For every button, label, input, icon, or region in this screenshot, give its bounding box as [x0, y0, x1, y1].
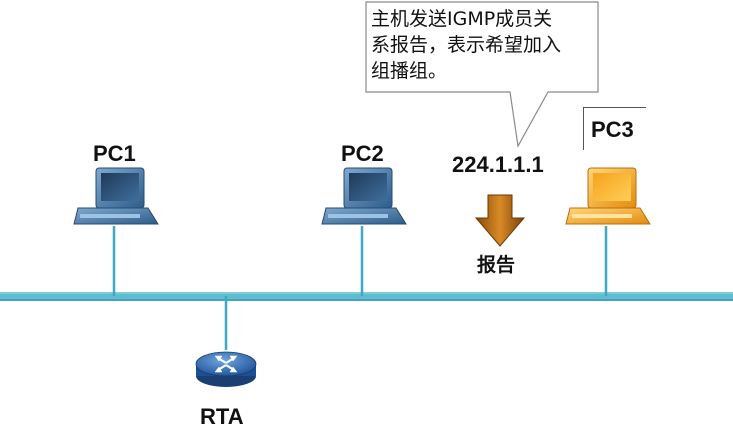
- pc2-label: PC2: [341, 141, 384, 166]
- router-icon: [195, 351, 257, 387]
- pc2-desktop-computer-icon: [321, 167, 407, 225]
- callout-bubble: [365, 1, 599, 148]
- down-arrow-icon: [474, 194, 526, 247]
- pc3-label: PC3: [591, 117, 634, 142]
- pc1-label: PC1: [93, 141, 136, 166]
- callout-text: 主机发送IGMP成员关 系报告，表示希望加入 组播组。: [371, 8, 562, 82]
- report-label: 报告: [477, 254, 516, 276]
- pc3-label-frame: [583, 107, 646, 150]
- drop-lines: [112, 226, 608, 350]
- network-bus: [0, 292, 733, 301]
- router-label: RTA: [200, 404, 244, 429]
- pc1-desktop-computer-icon: [73, 167, 159, 225]
- group-address-label: 224.1.1.1: [452, 152, 544, 177]
- pc3-desktop-computer-highlighted-icon: [565, 167, 651, 225]
